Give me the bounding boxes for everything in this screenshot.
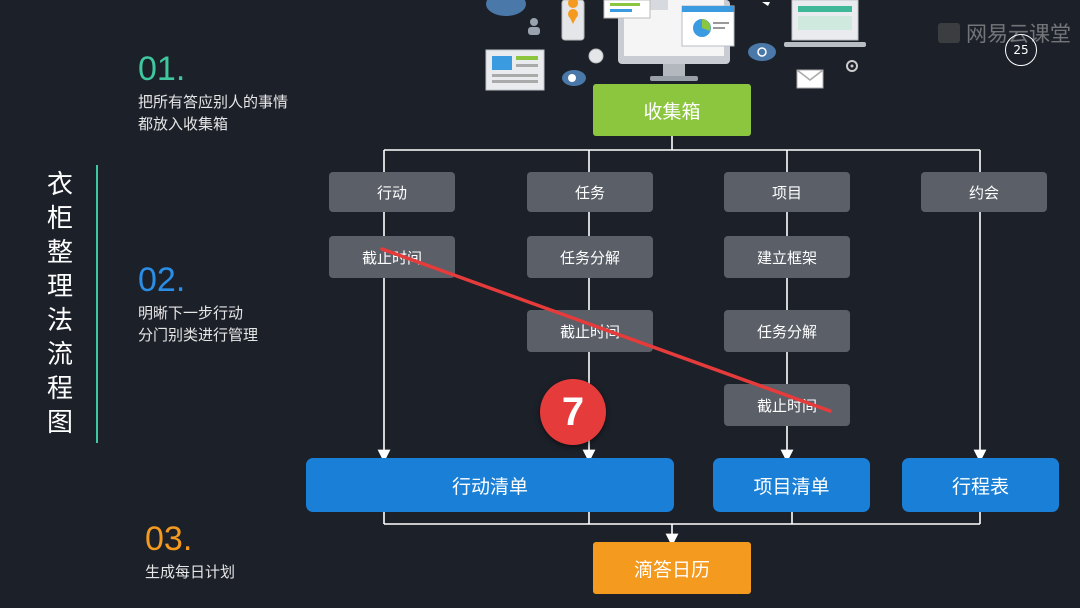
schedule-label: 行程表: [951, 475, 1009, 498]
project-breakdown-label: 任务分解: [756, 322, 817, 341]
step-1-line1: 把所有答应别人的事情: [138, 93, 289, 111]
step-1: 01. 把所有答应别人的事情 都放入收集箱: [138, 50, 288, 135]
title-char: 柜: [46, 204, 73, 234]
step-2-number: 02.: [138, 261, 186, 299]
action-deadline-box: 截止时间: [329, 236, 455, 278]
page-number-text: 25: [1013, 43, 1029, 57]
task-breakdown-box: 任务分解: [527, 236, 653, 278]
vertical-divider: [96, 165, 98, 443]
project-list-label: 项目清单: [753, 475, 830, 498]
category-action-label: 行动: [376, 183, 407, 202]
project-framework-label: 建立框架: [756, 248, 817, 267]
page-number: 25: [1005, 34, 1037, 66]
category-project: 项目: [724, 172, 850, 212]
title-char: 法: [46, 306, 73, 336]
data-collection-illustration: [485, 0, 866, 91]
action-list-label: 行动清单: [451, 475, 528, 498]
title-char: 图: [46, 408, 73, 438]
action-list-box: 行动清单: [306, 458, 674, 512]
step-2: 02. 明晰下一步行动 分门别类进行管理: [138, 261, 258, 346]
vertical-title: 衣 柜 整 理 法 流 程 图: [45, 168, 75, 440]
step-1-number: 01.: [138, 50, 186, 88]
title-char: 衣: [46, 170, 73, 200]
inbox-label: 收集箱: [643, 100, 701, 123]
step-2-line1: 明晰下一步行动: [138, 304, 244, 322]
step-1-line2: 都放入收集箱: [138, 115, 229, 133]
project-framework-box: 建立框架: [724, 236, 850, 278]
project-deadline-box: 截止时间: [724, 384, 850, 426]
inbox-box: 收集箱: [593, 84, 751, 136]
title-char: 程: [46, 374, 73, 404]
task-deadline-label: 截止时间: [559, 322, 620, 341]
title-char: 流: [46, 340, 73, 370]
step-2-line2: 分门别类进行管理: [138, 326, 259, 344]
category-project-label: 项目: [771, 183, 802, 202]
project-deadline-label: 截止时间: [756, 396, 817, 415]
logo-icon: [938, 23, 960, 43]
step-3-number: 03.: [145, 520, 193, 558]
step-3-line1: 生成每日计划: [145, 563, 236, 581]
category-action: 行动: [329, 172, 455, 212]
task-deadline-box: 截止时间: [527, 310, 653, 352]
annotation-number: 7: [561, 389, 585, 434]
title-char: 整: [46, 238, 73, 268]
calendar-box: 滴答日历: [593, 542, 751, 594]
action-deadline-label: 截止时间: [361, 248, 422, 267]
step-3: 03. 生成每日计划: [145, 520, 235, 583]
project-breakdown-box: 任务分解: [724, 310, 850, 352]
annotation-badge: 7: [540, 379, 606, 445]
title-char: 理: [46, 272, 73, 302]
task-breakdown-label: 任务分解: [559, 248, 620, 267]
category-appointment-label: 约会: [968, 183, 999, 202]
category-task-label: 任务: [574, 183, 605, 202]
project-list-box: 项目清单: [713, 458, 870, 512]
calendar-label: 滴答日历: [633, 558, 710, 581]
schedule-box: 行程表: [902, 458, 1059, 512]
category-task: 任务: [527, 172, 653, 212]
category-appointment: 约会: [921, 172, 1047, 212]
